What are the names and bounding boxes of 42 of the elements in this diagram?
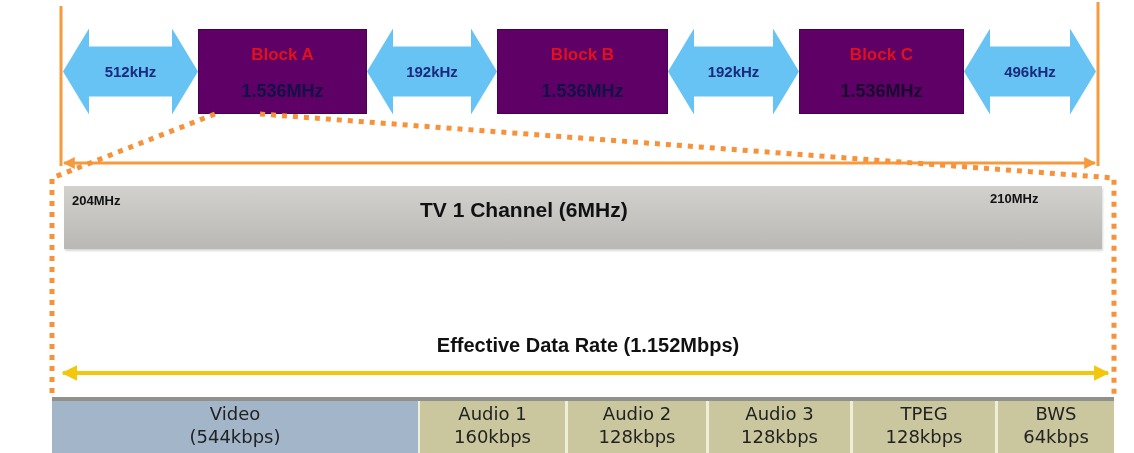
frequency-block [497, 29, 668, 114]
zoom-line [259, 111, 1117, 397]
data-rate-bar [52, 397, 1114, 453]
bandwidth-label: 1.536MHz [840, 81, 923, 102]
bar-segment [998, 401, 1114, 453]
heading: Effective Data Rate (1.152Mbps) [436, 334, 740, 357]
service-name: TPEG [900, 404, 948, 425]
double-arrow [63, 28, 198, 115]
bandwidth-label: 1.536MHz [541, 81, 624, 102]
block-name: Block A [251, 45, 314, 65]
frequency-label: 210MHz [990, 192, 1039, 207]
bar-segment [853, 401, 995, 453]
channel-band [64, 186, 1102, 249]
edge-label: 512kHz [104, 62, 157, 80]
double-arrow [367, 28, 497, 115]
edge-label: 192kHz [707, 62, 760, 80]
bitrate-label: 64kbps [1023, 427, 1089, 448]
frequency-block [799, 29, 964, 114]
double-arrow [964, 28, 1096, 115]
bitrate-label: 128kbps [598, 427, 676, 448]
block-name: Block B [550, 45, 615, 65]
bitrate-label: 128kbps [885, 427, 963, 448]
frequency-label: 204MHz [72, 194, 121, 209]
bitrate-label: (544kbps) [189, 427, 281, 448]
service-name: BWS [1035, 404, 1077, 425]
service-name: Audio 3 [745, 404, 814, 425]
edge-label: 496kHz [1004, 62, 1056, 80]
bar-segment [709, 401, 850, 453]
double-arrow [668, 28, 799, 115]
bandwidth-label: 1.536MHz [241, 81, 324, 102]
frequency-block [198, 29, 367, 114]
block-name: Block C [849, 45, 914, 65]
bar-segment [52, 401, 418, 453]
service-name: Video [209, 404, 261, 425]
bar-segment [568, 401, 706, 453]
edge-label: 192kHz [406, 62, 458, 80]
service-name: Audio 1 [458, 404, 527, 425]
service-name: Audio 2 [602, 404, 672, 425]
channel-label: TV 1 Channel (6MHz) [420, 198, 628, 223]
bar-segment [420, 401, 565, 453]
bitrate-label: 160kbps [454, 427, 531, 448]
bitrate-label: 128kbps [741, 427, 818, 448]
